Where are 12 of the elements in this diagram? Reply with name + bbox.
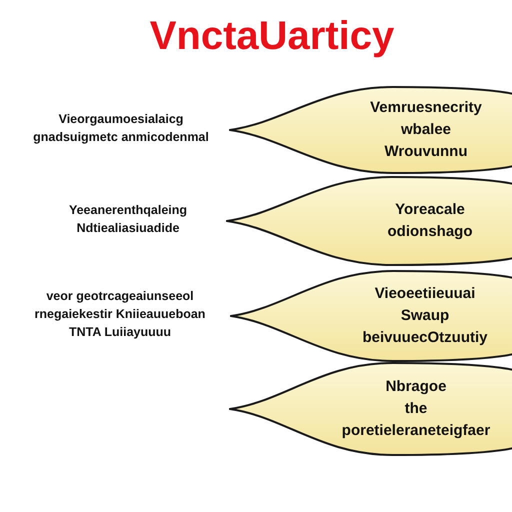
leaf-text: Vemruesnecrity wbalee Wrouvunnu	[369, 98, 483, 162]
leaf-text: Vieoeetiieuuai Swaup beivuuecOtzuutiy	[361, 284, 489, 348]
title: VnctaUarticy	[148, 13, 396, 60]
leaf-shape	[229, 268, 512, 364]
side-text: veor geotrcageaiunseeol rnegaiekestir Kniieauueboan TNTA Luiiayuuuu	[34, 288, 206, 341]
side-text: Vieorgaumoesialaicg gnadsuigmetc anmicodenmal	[32, 111, 210, 146]
leaf-text: Nbragoe the poretieleraneteigfaer	[340, 377, 492, 441]
leaf-shape	[228, 360, 512, 458]
leaf-shape	[225, 174, 512, 268]
leaf-shape	[228, 84, 512, 176]
side-text: Yeeanerenthqaleing Ndtiealiasiuadide	[68, 202, 188, 237]
leaf-text: Yoreacale odionshago	[386, 200, 474, 242]
